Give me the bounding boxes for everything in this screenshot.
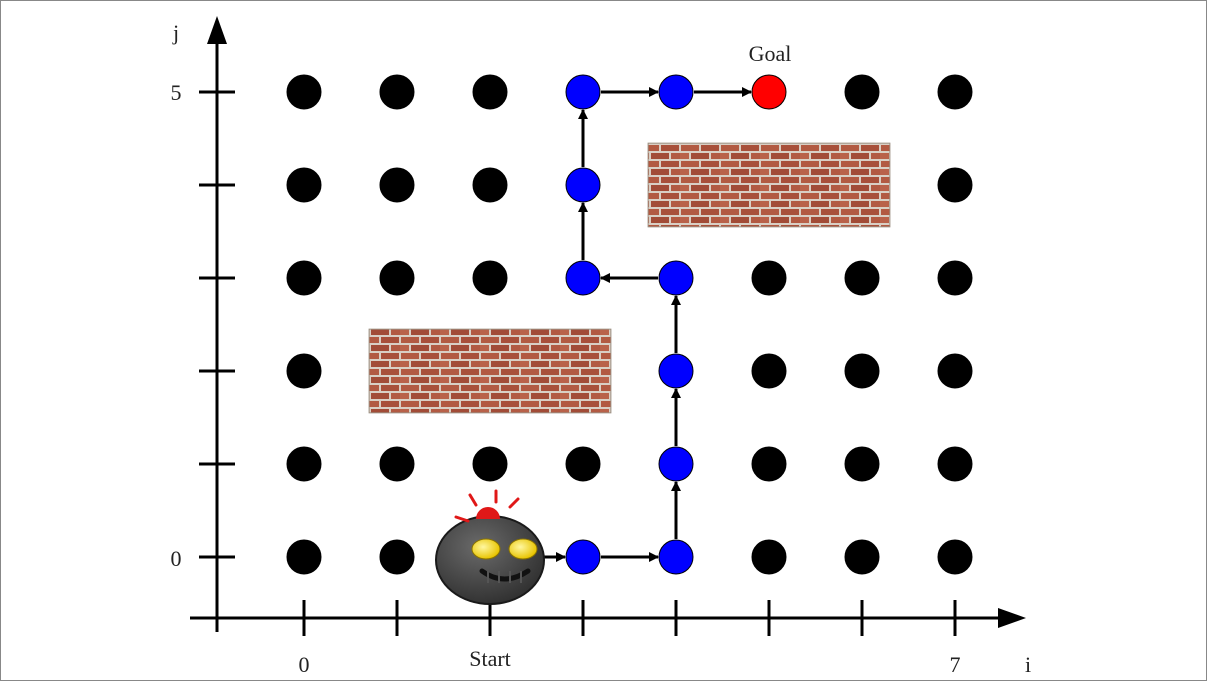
walls — [368, 142, 891, 414]
path-node-3-0 — [565, 539, 601, 575]
robot-eye-left — [471, 538, 501, 560]
grid-node-0-4 — [286, 167, 322, 203]
robot-body — [435, 515, 545, 605]
path-node-3-5 — [565, 74, 601, 110]
robot-mouth — [479, 568, 531, 582]
grid-node-7-3 — [937, 260, 973, 296]
grid-node-7-2 — [937, 353, 973, 389]
x-axis-arrow — [998, 608, 1026, 628]
goal-node-5-5 — [751, 74, 787, 110]
robot-icon — [435, 489, 545, 605]
grid-node-6-3 — [844, 260, 880, 296]
robot-eye-right — [508, 538, 538, 560]
wall-lower-brick-wall-icon — [368, 328, 612, 414]
path-node-4-0 — [658, 539, 694, 575]
y-axis-label: j — [172, 20, 179, 45]
grid-node-6-1 — [844, 446, 880, 482]
x-tick-label-0: 0 — [299, 652, 310, 677]
grid-node-1-4 — [379, 167, 415, 203]
grid-node-5-3 — [751, 260, 787, 296]
grid-node-5-0 — [751, 539, 787, 575]
path-node-4-2 — [658, 353, 694, 389]
grid-node-6-2 — [844, 353, 880, 389]
grid-node-2-5 — [472, 74, 508, 110]
grid-node-3-1 — [565, 446, 601, 482]
grid-node-1-3 — [379, 260, 415, 296]
grid-node-0-1 — [286, 446, 322, 482]
grid-node-7-0 — [937, 539, 973, 575]
y-tick-label-5: 5 — [171, 80, 182, 105]
y-axis-ticks — [199, 90, 235, 559]
grid-node-0-0 — [286, 539, 322, 575]
y-tick-label-0: 0 — [171, 546, 182, 571]
grid-node-2-1 — [472, 446, 508, 482]
path-node-4-1 — [658, 446, 694, 482]
grid-node-7-4 — [937, 167, 973, 203]
x-axis-label: i — [1025, 652, 1031, 677]
robot-siren-ray-1 — [454, 515, 470, 523]
path-node-4-5 — [658, 74, 694, 110]
grid-nodes — [286, 74, 973, 575]
grid-node-0-2 — [286, 353, 322, 389]
grid-node-7-5 — [937, 74, 973, 110]
grid-node-0-5 — [286, 74, 322, 110]
grid-node-1-5 — [379, 74, 415, 110]
start-label: Start — [469, 646, 511, 671]
grid-node-1-0 — [379, 539, 415, 575]
grid-node-6-5 — [844, 74, 880, 110]
goal-label: Goal — [749, 41, 792, 66]
grid-node-1-1 — [379, 446, 415, 482]
grid-node-5-1 — [751, 446, 787, 482]
robot-siren-ray-2 — [468, 493, 478, 507]
grid-node-6-0 — [844, 539, 880, 575]
grid-node-2-4 — [472, 167, 508, 203]
x-tick-label-7: 7 — [950, 652, 961, 677]
grid-node-2-3 — [472, 260, 508, 296]
x-axis-ticks — [302, 600, 957, 636]
path-node-3-4 — [565, 167, 601, 203]
grid-node-5-2 — [751, 353, 787, 389]
axes — [190, 16, 1026, 636]
grid-node-0-3 — [286, 260, 322, 296]
y-axis-arrow — [207, 16, 227, 44]
wall-upper-brick-wall-icon — [647, 142, 891, 228]
robot-siren — [476, 507, 500, 519]
grid-node-7-1 — [937, 446, 973, 482]
robot-siren-ray-4 — [508, 497, 520, 509]
path-node-4-3 — [658, 260, 694, 296]
path-node-3-3 — [565, 260, 601, 296]
